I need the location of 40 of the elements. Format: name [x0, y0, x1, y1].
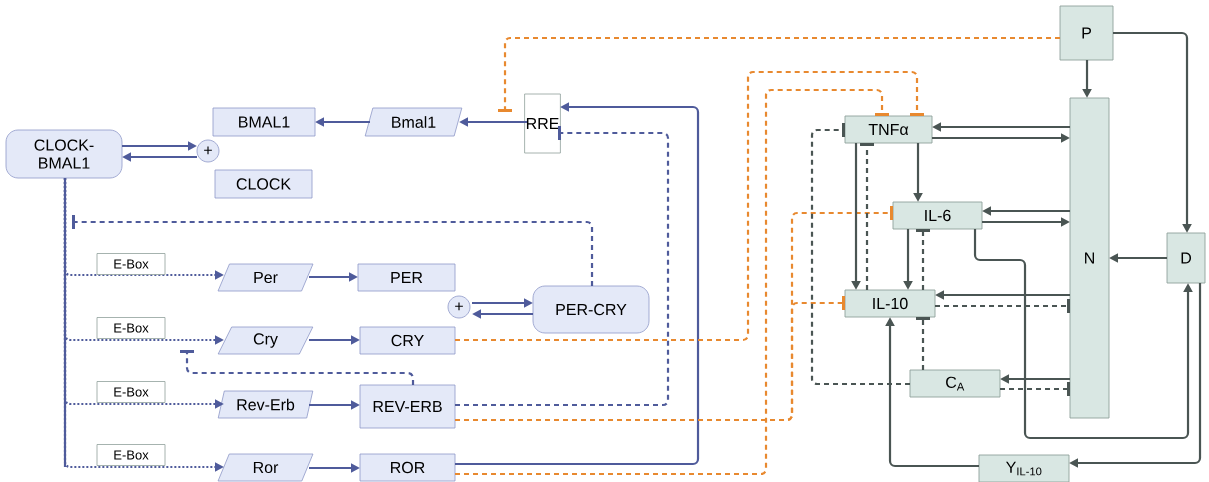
inhibition-line: [455, 88, 889, 476]
protein-box: REV-ERB: [359, 384, 456, 429]
complex-box: PER-CRY: [532, 285, 650, 334]
element-box: RRE: [524, 93, 561, 154]
inhibition-line: [498, 36, 1060, 112]
inhibition-line: [916, 229, 930, 290]
protein-box: CRY: [359, 326, 456, 355]
inhibition-line: [860, 143, 874, 290]
gene-parallelogram: Cry: [217, 326, 314, 355]
inhibition-line: [916, 317, 930, 370]
protein-box: BMAL1: [212, 107, 316, 137]
inhibition-line: [455, 126, 670, 407]
inhibition-line: [72, 215, 594, 286]
inhibition-line: [455, 70, 924, 342]
state-box: TNFα: [844, 115, 933, 144]
inhibition-line: [455, 296, 845, 422]
gene-parallelogram: Rev-Erb: [217, 390, 314, 419]
gene-parallelogram: Ror: [217, 453, 314, 482]
inhibition-line: [935, 299, 1070, 313]
inhibition-line: [810, 123, 910, 386]
protein-box: ROR: [359, 453, 456, 482]
state-box: N: [1069, 97, 1110, 419]
edge-label: E-Box: [96, 253, 166, 275]
arrow: [455, 102, 700, 466]
arrow: [973, 229, 1193, 440]
complex-box: CLOCK-BMAL1: [5, 129, 123, 179]
edge-label: E-Box: [96, 444, 166, 466]
state-box: D: [1166, 232, 1206, 284]
state-box: IL-6: [892, 201, 983, 230]
state-box: C$_{A}$: [909, 369, 1001, 398]
state-box: P: [1059, 5, 1114, 61]
protein-box: CLOCK: [214, 169, 313, 199]
state-box: IL-10: [844, 289, 936, 318]
edge-label: E-Box: [96, 317, 166, 339]
inhibition-line: [1000, 382, 1070, 396]
protein-box: PER: [357, 263, 456, 292]
edge-label: E-Box: [96, 381, 166, 403]
state-box: Y$_{IL-10}$: [978, 454, 1070, 482]
gene-parallelogram: Per: [217, 263, 314, 292]
gene-parallelogram: Bmal1: [364, 107, 463, 137]
